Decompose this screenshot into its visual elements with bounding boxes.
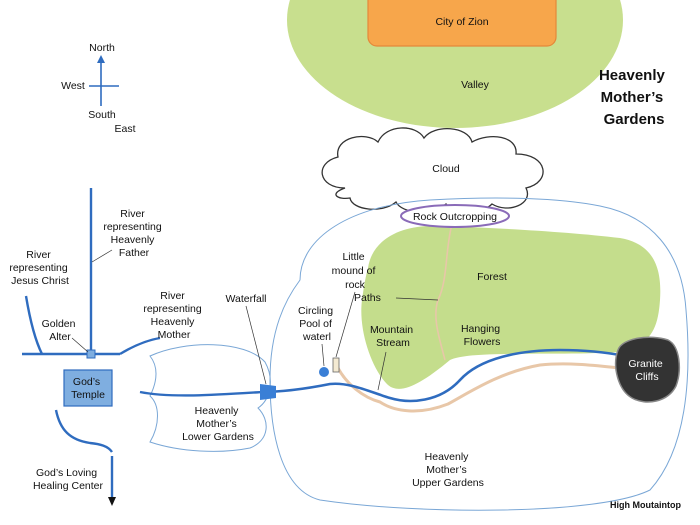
city-of-zion-label: City of Zion — [435, 16, 488, 28]
map-title-line: Mother’s — [601, 89, 664, 106]
paths-pointer — [395, 297, 439, 301]
river-mother-label: River representing Heavenly Mother — [143, 290, 204, 341]
lower-gardens-line: Mother’s — [196, 418, 236, 430]
golden-alter-label: Golden Alter — [42, 318, 79, 343]
gods-temple-line: God’s — [73, 376, 100, 388]
river-christ-line: representing — [9, 262, 68, 274]
little-mound-pointer — [335, 291, 356, 358]
golden-alter-pointer — [71, 337, 89, 353]
map-title: Heavenly Mother’s Gardens — [599, 67, 669, 128]
compass-west: West — [61, 80, 85, 92]
upper-gardens-line: Upper Gardens — [412, 477, 484, 489]
lower-gardens-line: Heavenly — [195, 405, 240, 417]
river-mother-line: Mother — [158, 329, 191, 341]
golden-alter-line: Golden — [42, 318, 76, 330]
mountain-stream — [259, 348, 626, 403]
hanging-flowers-label: Hanging Flowers — [461, 323, 503, 348]
path-to-outcrop — [435, 223, 453, 361]
gods-temple-label: God’s Temple — [71, 376, 105, 401]
river-to-waterfall — [139, 390, 263, 397]
lower-gardens-outline — [149, 344, 271, 452]
circling-pool-line: Pool of — [299, 318, 332, 330]
river-father-line: Heavenly — [111, 234, 156, 246]
waterfall-label: Waterfall — [225, 293, 266, 305]
river-father-line: River — [120, 208, 145, 220]
rock-outcropping-label: Rock Outcropping — [413, 211, 497, 223]
map-title-line: Heavenly — [599, 67, 666, 84]
circling-pool-shape — [319, 367, 329, 377]
circling-pool-label: Circling Pool of waterl — [298, 305, 336, 343]
river-christ-label: River representing Jesus Christ — [9, 249, 70, 287]
compass-east: East — [114, 123, 135, 135]
hanging-flowers-line: Hanging — [461, 323, 500, 335]
map-title-line: Gardens — [604, 111, 665, 128]
river-father-label: River representing Heavenly Father — [103, 208, 164, 259]
granite-cliffs-label: Granite Cliffs — [628, 358, 665, 383]
river-mother — [119, 336, 161, 356]
river-mother-line: River — [160, 290, 185, 302]
lower-gardens-line: Lower Gardens — [182, 431, 254, 443]
healing-center-line: Healing Center — [33, 480, 104, 492]
rivers — [22, 188, 263, 500]
gods-temple-shape — [63, 369, 113, 407]
golden-alter-line: Alter — [49, 331, 71, 343]
compass-north: North — [89, 42, 115, 54]
little-mound-line: Little — [342, 251, 364, 263]
granite-cliffs-shape — [614, 336, 681, 403]
waterfall-shape — [260, 384, 276, 400]
upper-gardens-label: Heavenly Mother’s Upper Gardens — [412, 451, 484, 489]
paths-label: Paths — [354, 292, 381, 304]
healing-center-label: God’s Loving Healing Center — [33, 467, 104, 492]
river-father-line: representing — [103, 221, 162, 233]
golden-alter-shape — [86, 349, 96, 359]
little-mound-label: Little mound of rock — [332, 251, 379, 291]
forest-area — [361, 225, 661, 389]
waterfall-pointer — [245, 305, 267, 385]
hanging-flowers-line: Flowers — [464, 336, 501, 348]
little-mound-line: rock — [345, 279, 366, 291]
cloud-label: Cloud — [432, 163, 460, 175]
river-father-pointer — [91, 249, 113, 263]
river-mother-line: Heavenly — [151, 316, 196, 328]
circling-pool-pointer — [321, 343, 325, 367]
river-christ-line: Jesus Christ — [11, 275, 69, 287]
compass-south: South — [88, 109, 116, 121]
granite-cliffs-line: Cliffs — [635, 371, 658, 383]
city-of-zion-block — [367, 0, 557, 47]
mountain-stream-pointer — [377, 351, 387, 391]
upper-gardens-line: Mother’s — [426, 464, 466, 476]
upper-gardens-line: Heavenly — [425, 451, 470, 463]
high-mountaintop-label: High Moutaintop — [610, 500, 681, 510]
healing-arrowhead — [108, 497, 116, 506]
path-trail — [333, 361, 621, 413]
circling-pool-line: Circling — [298, 305, 333, 317]
little-mound-shape — [332, 357, 340, 373]
little-mound-line: mound of — [332, 265, 376, 277]
mountain-stream-label: Mountain Stream — [370, 324, 416, 349]
valley-label: Valley — [461, 79, 490, 91]
circling-pool-line: waterl — [302, 331, 331, 343]
river-christ — [24, 295, 44, 355]
mountain-stream-line: Mountain — [370, 324, 413, 336]
river-christ-line: River — [26, 249, 51, 261]
compass-rose: North West South East — [61, 42, 135, 135]
river-father-line: Father — [119, 247, 150, 259]
mountain-stream-line: Stream — [376, 337, 410, 349]
lower-gardens-label: Heavenly Mother’s Lower Gardens — [182, 405, 254, 443]
cloud-shape — [321, 127, 544, 213]
granite-cliffs-line: Granite — [628, 358, 663, 370]
gods-temple-line: Temple — [71, 389, 105, 401]
healing-center-line: God’s Loving — [36, 467, 97, 479]
rock-outcropping-shape — [400, 204, 510, 228]
river-healing — [54, 409, 113, 453]
river-mother-line: representing — [143, 303, 202, 315]
forest-label: Forest — [477, 271, 507, 283]
upper-gardens-outline — [269, 197, 689, 511]
